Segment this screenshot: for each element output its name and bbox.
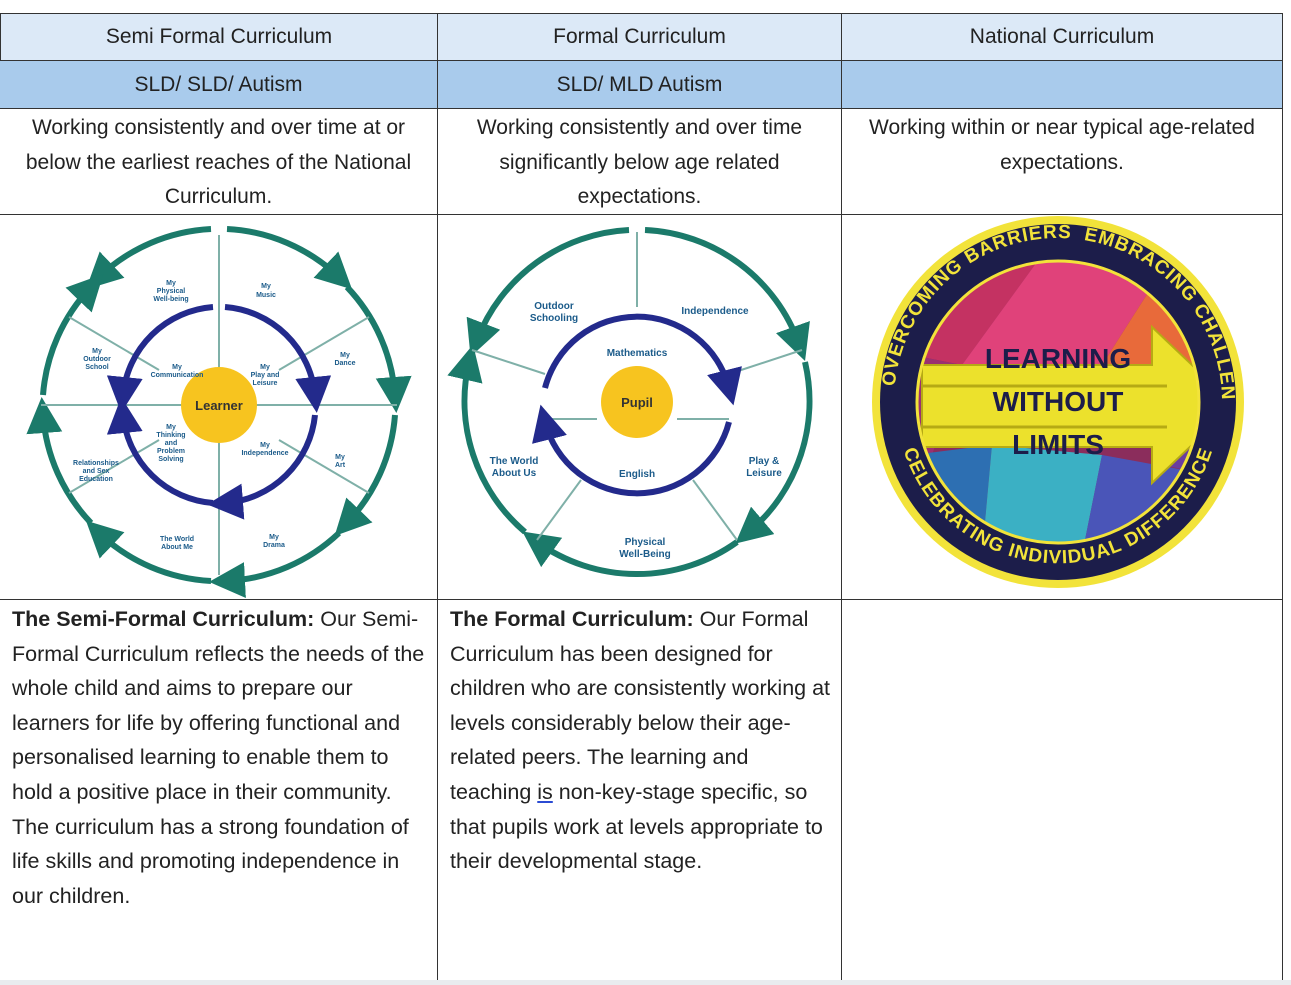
formal-body-part-1: Our Formal Curriculum has been designed … — [450, 607, 831, 804]
badge-line-2: WITHOUT — [993, 386, 1124, 417]
formal-body-is: is — [537, 779, 553, 804]
svg-text:Thinking: Thinking — [156, 432, 185, 439]
description-formal: Working consistently and over time signi… — [438, 109, 842, 215]
svg-text:Learner: Learner — [195, 398, 243, 413]
semi-formal-body: Our Semi-Formal Curriculum reflects the … — [12, 607, 425, 908]
bottom-strip — [0, 980, 1291, 985]
badge-line-3: LIMITS — [1012, 429, 1104, 460]
svg-text:My: My — [260, 364, 270, 371]
svg-text:and Sex: and Sex — [83, 468, 110, 475]
svg-text:My: My — [261, 283, 271, 290]
description-text: Working consistently and over time at or… — [25, 116, 412, 208]
subheader-national — [842, 61, 1283, 109]
svg-text:Relationships: Relationships — [73, 460, 119, 467]
learning-without-limits-badge: OVERCOMING BARRIERS EMBRACING CHALLENGE … — [834, 199, 1244, 588]
svg-text:Drama: Drama — [263, 542, 285, 549]
description-semi-formal: Working consistently and over time at or… — [0, 109, 438, 215]
svg-text:The World: The World — [490, 456, 539, 467]
formal-body-part-2: non-key-stage specific, so that pupils w… — [450, 779, 823, 874]
svg-text:My: My — [335, 454, 345, 461]
svg-text:My: My — [269, 534, 279, 541]
svg-text:My: My — [260, 442, 270, 449]
svg-text:Leisure: Leisure — [746, 468, 782, 479]
header-formal: Formal Curriculum — [438, 13, 842, 61]
svg-text:Schooling: Schooling — [530, 313, 578, 324]
svg-text:About Us: About Us — [492, 468, 537, 479]
svg-text:Independence: Independence — [241, 450, 288, 457]
svg-text:Outdoor: Outdoor — [83, 356, 111, 363]
semi-formal-heading: The Semi-Formal Curriculum: — [12, 607, 315, 631]
svg-text:Mathematics: Mathematics — [607, 348, 668, 359]
svg-text:Solving: Solving — [158, 456, 183, 463]
body-formal: The Formal Curriculum: Our Formal Curric… — [438, 600, 842, 985]
badge-cell: OVERCOMING BARRIERS EMBRACING CHALLENGE … — [834, 199, 1283, 600]
subheader-semi-formal: SLD/ SLD/ Autism — [0, 61, 438, 109]
svg-text:My: My — [340, 352, 350, 359]
svg-text:About Me: About Me — [161, 544, 193, 551]
svg-text:My: My — [166, 424, 176, 431]
svg-text:Play and: Play and — [251, 372, 280, 379]
svg-text:Music: Music — [256, 292, 276, 299]
svg-text:Play &: Play & — [749, 456, 780, 467]
svg-text:Art: Art — [335, 462, 346, 469]
subheader-formal: SLD/ MLD Autism — [438, 61, 842, 109]
description-national: Working within or near typical age-relat… — [842, 109, 1283, 215]
header-semi-formal: Semi Formal Curriculum — [0, 13, 438, 61]
svg-text:The World: The World — [160, 536, 194, 543]
svg-text:Problem: Problem — [157, 448, 185, 455]
svg-text:Well-Being: Well-Being — [619, 549, 670, 560]
body-national — [842, 600, 1283, 985]
svg-text:and: and — [165, 440, 177, 447]
description-text: Working consistently and over time signi… — [476, 116, 803, 208]
body-semi-formal: The Semi-Formal Curriculum: Our Semi-For… — [0, 600, 438, 985]
svg-text:School: School — [85, 364, 108, 371]
svg-text:Physical: Physical — [157, 288, 185, 295]
header-national: National Curriculum — [842, 13, 1283, 61]
svg-text:My: My — [92, 348, 102, 355]
svg-text:Communication: Communication — [151, 372, 204, 379]
description-text: Working within or near typical age-relat… — [869, 116, 1255, 174]
badge-line-1: LEARNING — [985, 343, 1131, 374]
svg-text:Education: Education — [79, 476, 113, 483]
svg-text:Physical: Physical — [625, 537, 666, 548]
formal-heading: The Formal Curriculum: — [450, 607, 694, 631]
svg-text:Dance: Dance — [334, 360, 355, 367]
svg-text:English: English — [619, 469, 655, 480]
svg-text:Well-being: Well-being — [153, 296, 188, 303]
svg-text:My: My — [166, 280, 176, 287]
svg-text:Independence: Independence — [681, 306, 749, 317]
svg-text:My: My — [172, 364, 182, 371]
svg-text:Leisure: Leisure — [253, 380, 278, 387]
svg-text:Pupil: Pupil — [621, 395, 653, 410]
svg-text:Outdoor: Outdoor — [534, 301, 574, 312]
